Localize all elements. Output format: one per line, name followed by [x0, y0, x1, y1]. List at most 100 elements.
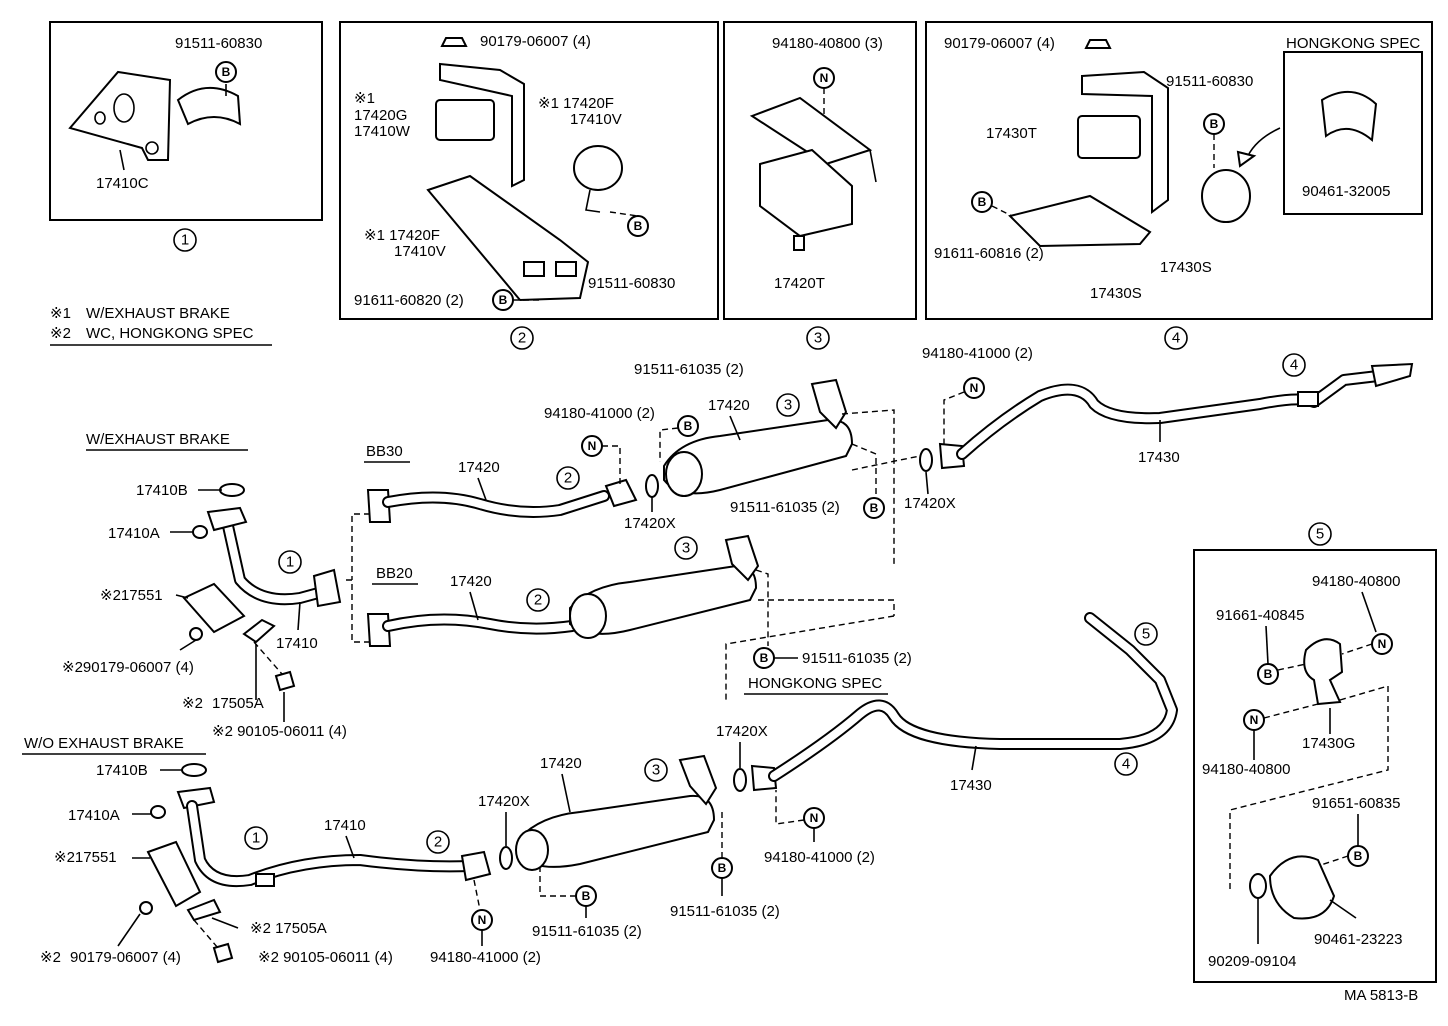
bolt-marker-b: B [718, 861, 727, 875]
part-label: 17410W [354, 123, 411, 140]
part-label: ※2 17505A [250, 920, 327, 937]
hk-spec-title: HONGKONG SPEC [1286, 35, 1420, 52]
part-label: 91651-60835 [1312, 795, 1400, 812]
part-label: 91511-61035 (2) [670, 903, 780, 920]
nut-marker-n: N [478, 913, 487, 927]
note-mark: ※1 [354, 90, 375, 107]
part-label: ※2 90105-06011 (4) [212, 723, 347, 740]
nut-marker-n: N [588, 439, 597, 453]
inset-number: 5 [1316, 526, 1324, 543]
bolt-marker-b: B [870, 501, 879, 515]
variant-label: BB20 [376, 565, 413, 582]
part-label: 94180-41000 (2) [430, 949, 541, 966]
callout-number: 2 [564, 470, 572, 487]
part-label: 17420 [540, 755, 582, 772]
part-label: 91661-40845 [1216, 607, 1304, 624]
nut-marker-n: N [1250, 713, 1259, 727]
part-label: 17410A [68, 807, 120, 824]
part-label: 91611-60816 (2) [934, 245, 1044, 262]
callout-number: 4 [1122, 756, 1130, 773]
part-label: 91511-60830 [588, 275, 675, 292]
bolt-marker-b: B [760, 651, 769, 665]
bolt-marker-b: B [634, 219, 643, 233]
callout-number: 1 [286, 554, 294, 571]
part-label: 17410V [570, 111, 622, 128]
bolt-marker-b: B [499, 293, 508, 307]
part-label: 17430 [950, 777, 992, 794]
bolt-marker-b: B [222, 65, 231, 79]
part-label: ※1 17420F [538, 95, 614, 112]
bolt-marker-b [215, 61, 237, 83]
part-label: 91511-61035 (2) [532, 923, 642, 940]
inset-number: 4 [1172, 330, 1180, 347]
part-label: 17420X [624, 515, 676, 532]
part-label: 17410B [96, 762, 148, 779]
part-label: 91511-60830 [175, 35, 262, 52]
notes: ※1 W/EXHAUST BRAKE ※2 WC, HONGKONG SPEC [50, 305, 272, 346]
part-label: 17420 [708, 397, 750, 414]
callout-number: 3 [784, 397, 792, 414]
part-label: 17410A [108, 525, 160, 542]
note-1-text: W/EXHAUST BRAKE [86, 305, 230, 322]
nut-marker-n: N [970, 381, 979, 395]
part-label: 90179-06007 (4) [480, 33, 591, 50]
part-label: 17420 [458, 459, 500, 476]
note-2-mark: ※2 [50, 325, 71, 342]
diagram-code: MA 5813-B [1344, 987, 1418, 1004]
part-label: 90461-32005 [1302, 183, 1390, 200]
callout-number: 5 [1142, 626, 1150, 643]
callout-number: 3 [652, 762, 660, 779]
part-label: 17430S [1160, 259, 1212, 276]
upper-assembly: W/EXHAUST BRAKE 17410B 17410A ※217551 ※2… [62, 345, 1414, 740]
part-label: 17410 [276, 635, 318, 652]
part-label: 17410 [324, 817, 366, 834]
part-label: 91511-61035 (2) [634, 361, 744, 378]
part-label: 17420X [716, 723, 768, 740]
part-label: 17420X [904, 495, 956, 512]
part-label: 17430S [1090, 285, 1142, 302]
lower-assembly: W/O EXHAUST BRAKE 17410B 17410A ※217551 … [22, 612, 1178, 966]
part-label: 91511-61035 (2) [802, 650, 912, 667]
part-label: ※1 17420F [364, 227, 440, 244]
part-label: 17410B [136, 482, 188, 499]
bolt-marker-b: B [582, 889, 591, 903]
section-title: W/O EXHAUST BRAKE [24, 735, 184, 752]
callout-number: 2 [534, 592, 542, 609]
bolt-marker-b: B [1210, 117, 1219, 131]
bolt-marker-b: B [978, 195, 987, 209]
part-label: 17420G [354, 107, 407, 124]
section-title: W/EXHAUST BRAKE [86, 431, 230, 448]
part-label: 90179-06007 (4) [70, 949, 181, 966]
variant-label: BB30 [366, 443, 403, 460]
part-label: 94180-41000 (2) [544, 405, 655, 422]
part-label: 94180-41000 (2) [922, 345, 1033, 362]
callout-number: 3 [682, 540, 690, 557]
part-label: 91511-60830 [1166, 73, 1253, 90]
part-label: 94180-40800 (3) [772, 35, 883, 52]
inset-1: B 91511-60830 17410C 1 [49, 21, 323, 252]
nut-marker-n: N [1378, 637, 1387, 651]
part-label: 91611-60820 (2) [354, 292, 464, 309]
part-label: 90461-23223 [1314, 931, 1402, 948]
part-label: 90179-06007 (4) [944, 35, 1055, 52]
part-label: 94180-41000 (2) [764, 849, 875, 866]
bolt-marker-b: B [684, 419, 693, 433]
callout-number: 4 [1290, 357, 1298, 374]
callout-number: 1 [252, 830, 260, 847]
part-label: ※217551 [54, 849, 117, 866]
bolt-marker-b: B [1264, 667, 1273, 681]
bolt-marker-b: B [1354, 849, 1363, 863]
part-label: 91511-61035 (2) [730, 499, 840, 516]
note-mark: ※2 [182, 695, 203, 712]
part-label: ※2 90105-06011 (4) [258, 949, 393, 966]
part-label: 17410V [394, 243, 446, 260]
inset-number: 1 [181, 232, 189, 249]
inset-2: 90179-06007 (4) ※1 17420G 17410W ※1 1742… [339, 21, 719, 350]
part-label: 17430 [1138, 449, 1180, 466]
note-mark: ※2 [40, 949, 61, 966]
part-label: ※217551 [100, 587, 163, 604]
inset-5: 5 94180-40800 N 91661-40845 B N 94180-40… [1193, 522, 1437, 983]
inset-3: 94180-40800 (3) N 17420T 3 [723, 21, 917, 350]
part-label: 17420 [450, 573, 492, 590]
